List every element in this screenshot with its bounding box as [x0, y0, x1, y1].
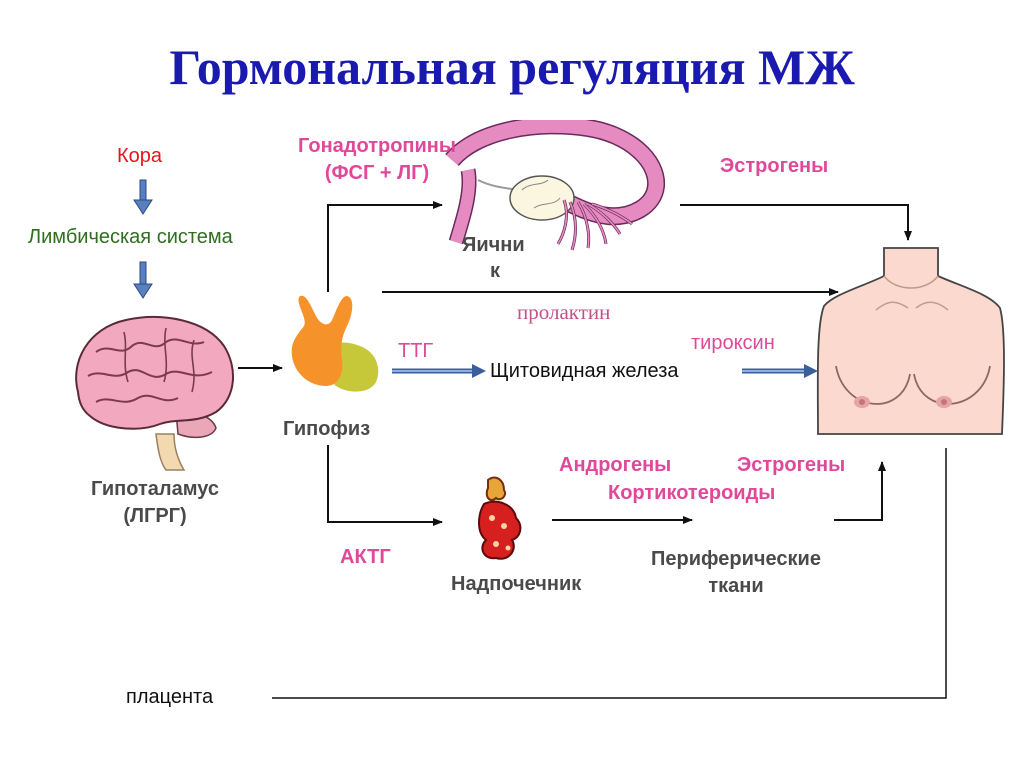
arrow-tsh-thyroid — [392, 364, 486, 378]
androgens-label: Андрогены — [559, 454, 672, 476]
gonadotropins-label: Гонадотропины (ФСГ + ЛГ) — [298, 135, 456, 184]
pituitary-label: Гипофиз — [283, 418, 371, 440]
thyroxine-label: тироксин — [691, 332, 775, 354]
arrow-peripheral-breast — [834, 461, 886, 521]
arrow-cortex-limbic — [133, 179, 153, 215]
cortex-label: Кора — [117, 145, 163, 167]
arrow-pituitary-adrenal — [327, 445, 443, 526]
estrogens-top-label: Эстрогены — [720, 155, 829, 177]
ovary-label: Яични к — [462, 234, 525, 282]
placenta-label: плацента — [126, 686, 214, 708]
tsh-label: ТТГ — [398, 340, 434, 362]
limbic-system-label: Лимбическая система — [28, 226, 233, 248]
estrogens-bottom-label: Эстрогены — [737, 454, 846, 476]
arrow-limbic-hypothalamus — [133, 261, 153, 299]
prolactin-label: пролактин — [517, 300, 611, 324]
adrenal-label: Надпочечник — [451, 573, 582, 595]
page-title: Гормональная регуляция МЖ — [169, 39, 855, 95]
thyroid-label: Щитовидная железа — [490, 360, 679, 382]
arrow-ovary-breast — [680, 204, 912, 241]
peripheral-tissues-label: Периферические ткани — [651, 548, 821, 597]
arrow-thyroxine — [742, 364, 818, 378]
adrenal-icon — [478, 476, 522, 560]
corticosteroids-label: Кортикотероиды — [608, 482, 776, 504]
ovary-uterus-icon — [445, 120, 666, 251]
breast-torso-icon — [816, 247, 1005, 435]
line-placenta — [272, 448, 947, 699]
arrow-pituitary-ovary — [327, 201, 443, 292]
pituitary-icon — [291, 295, 379, 392]
hypothalamus-label: Гипоталамус (ЛГРГ) — [91, 478, 219, 527]
brain-icon — [75, 316, 235, 471]
acth-label: АКТГ — [340, 546, 391, 568]
